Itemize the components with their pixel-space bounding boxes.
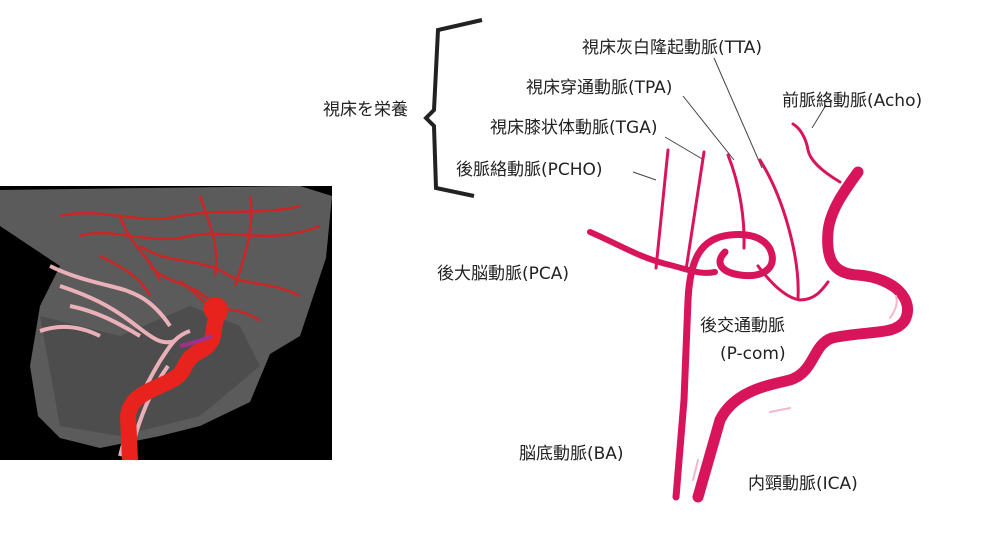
angio-pink-vessels xyxy=(39,264,191,457)
arteries xyxy=(587,122,913,503)
label-pcom-line2: (P-com) xyxy=(720,344,786,364)
label-tga: 視床膝状体動脈(TGA) xyxy=(490,118,658,138)
label-ba: 脳底動脈(BA) xyxy=(519,444,624,464)
pcho-vessel xyxy=(654,148,670,270)
label-pcho: 後脈絡動脈(PCHO) xyxy=(456,160,603,180)
label-acho: 前脈絡動脈(Acho) xyxy=(782,91,923,111)
ica-vessel xyxy=(692,166,913,503)
angio-pcom xyxy=(179,334,213,348)
label-bracket-group: 視床を栄養 xyxy=(323,100,408,120)
angio-ica xyxy=(119,297,228,460)
label-tpa: 視床穿通動脈(TPA) xyxy=(526,78,673,98)
leader-lines xyxy=(632,57,827,181)
tga-vessel xyxy=(684,150,706,272)
label-ica: 内頸動脈(ICA) xyxy=(748,474,858,494)
label-tta: 視床灰白隆起動脈(TTA) xyxy=(582,38,763,58)
angiography-image xyxy=(0,186,332,460)
label-pca: 後大脳動脈(PCA) xyxy=(437,264,570,284)
label-pcom-line1: 後交通動脈 xyxy=(700,316,785,336)
tpa-vessel xyxy=(726,153,746,250)
vessel-highlights xyxy=(692,295,898,481)
bracket xyxy=(423,18,483,198)
pca-vessel xyxy=(587,229,718,276)
tta-vessel xyxy=(758,158,800,300)
acho-vessel xyxy=(791,122,842,184)
pcom-vessel xyxy=(756,264,830,302)
ba-vessel xyxy=(672,231,776,501)
